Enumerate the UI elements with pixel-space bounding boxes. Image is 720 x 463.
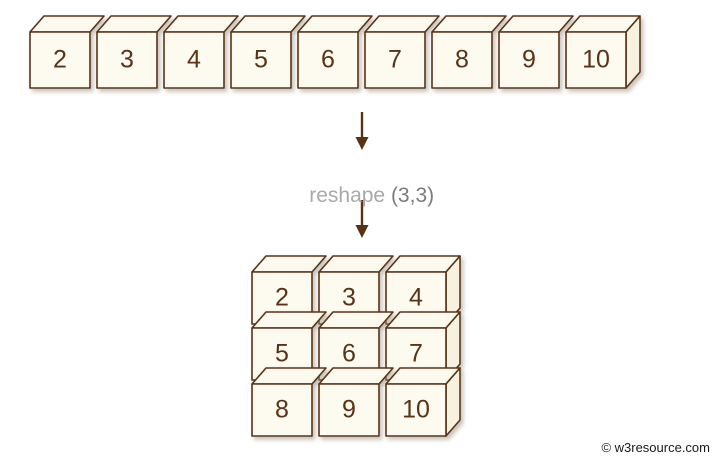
cube-front-face [29, 31, 91, 89]
cube-value-label: 3 [120, 46, 134, 74]
cube-top-face [318, 367, 394, 385]
cube-front-face [96, 31, 158, 89]
cube-front-face [364, 31, 426, 89]
cube-front-face [565, 31, 627, 89]
cube-value-label: 8 [455, 46, 469, 74]
cube-value-label: 9 [342, 396, 356, 424]
cube-top-face [318, 311, 394, 329]
arrow-head [355, 225, 369, 238]
cube-value-label: 5 [254, 46, 268, 74]
cube-top-face [163, 15, 239, 33]
source-cube-3: 3 [96, 15, 172, 89]
arrow-head [355, 137, 369, 150]
cube-value-label: 2 [275, 284, 289, 312]
cube-value-label: 4 [409, 284, 423, 312]
cube-value-label: 3 [342, 284, 356, 312]
cube-value-label: 10 [402, 396, 430, 424]
cube-front-face [318, 383, 380, 437]
cube-front-face [163, 31, 225, 89]
cube-value-label: 6 [321, 46, 335, 74]
source-cube-9: 9 [498, 15, 574, 89]
result-cube-r2-c1: 9 [318, 367, 394, 437]
cube-top-face [431, 15, 507, 33]
cube-value-label: 7 [409, 340, 423, 368]
arrow-down-icon-top [355, 112, 369, 150]
source-cube-4: 4 [163, 15, 239, 89]
cube-value-label: 6 [342, 340, 356, 368]
source-array-row: 2 3 4 5 6 7 8 9 10 [29, 15, 641, 89]
arrow-group [355, 112, 369, 238]
cube-top-face [251, 311, 327, 329]
cube-value-label: 2 [53, 46, 67, 74]
cube-value-label: 7 [388, 46, 402, 74]
cube-value-label: 5 [275, 340, 289, 368]
cube-top-face [318, 255, 394, 273]
result-cube-r2-c2: 10 [385, 367, 461, 437]
result-cube-r2-c0: 8 [251, 367, 327, 437]
cube-value-label: 4 [187, 46, 201, 74]
cube-value-label: 9 [522, 46, 536, 74]
cube-top-face [251, 255, 327, 273]
cube-front-face [385, 383, 447, 437]
cube-top-face [29, 15, 105, 33]
cube-top-face [251, 367, 327, 385]
source-cube-10: 10 [565, 15, 641, 89]
cube-value-label: 8 [275, 396, 289, 424]
source-cube-5: 5 [230, 15, 306, 89]
source-cube-2: 2 [29, 15, 105, 89]
source-cube-6: 6 [297, 15, 373, 89]
cube-top-face [230, 15, 306, 33]
reshape-args-label: (3,3) [385, 184, 435, 207]
reshape-function-label: reshape [309, 184, 386, 207]
cube-top-face [96, 15, 172, 33]
cube-front-face [498, 31, 560, 89]
watermark: © w3resource.com [601, 440, 710, 455]
cube-top-face [364, 15, 440, 33]
cube-top-face [498, 15, 574, 33]
cube-value-label: 10 [582, 46, 610, 74]
source-cube-8: 8 [431, 15, 507, 89]
result-array-grid: 2 3 4 5 6 7 8 9 10 [251, 255, 461, 437]
arrow-down-icon-bottom [355, 200, 369, 238]
reshape-label: reshape (3,3) [0, 160, 720, 232]
cube-top-face [297, 15, 373, 33]
cube-front-face [297, 31, 359, 89]
cube-front-face [230, 31, 292, 89]
result-cube-r1-c2: 7 [385, 311, 461, 381]
source-cube-7: 7 [364, 15, 440, 89]
cube-front-face [431, 31, 493, 89]
cube-front-face [251, 383, 313, 437]
